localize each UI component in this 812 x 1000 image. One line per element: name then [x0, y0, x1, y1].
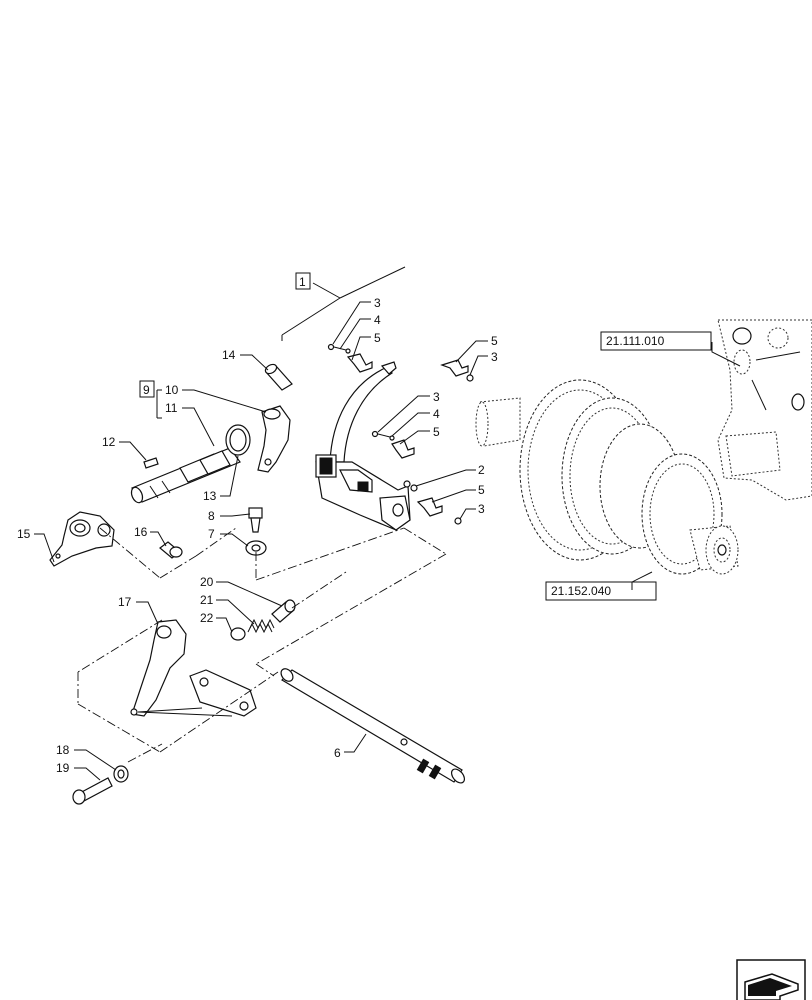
clip-set-mid	[371, 430, 415, 459]
callout-6: 6	[334, 746, 341, 760]
bolt-8	[248, 507, 263, 533]
callout-16: 16	[134, 525, 148, 539]
callout-3: 3	[491, 350, 498, 364]
callout-8: 8	[208, 509, 215, 523]
callout-19: 19	[56, 761, 70, 775]
callout-15: 15	[17, 527, 31, 541]
callout-11: 11	[165, 401, 178, 415]
key-12	[143, 457, 159, 469]
callout-18: 18	[56, 743, 70, 757]
reference-gear[interactable]: 21.152.040	[551, 584, 611, 598]
callout-3: 3	[374, 296, 381, 310]
callout-22: 22	[200, 611, 214, 625]
callout-3: 3	[478, 502, 485, 516]
bolt-16	[159, 541, 183, 559]
reference-housing[interactable]: 21.111.010	[606, 334, 665, 348]
seal-ring-13	[225, 424, 251, 456]
callout-7: 7	[208, 527, 215, 541]
reference-box-housing[interactable]	[600, 331, 712, 351]
plate-17	[189, 669, 257, 717]
lever-10	[257, 405, 291, 473]
housing-reference	[717, 319, 812, 501]
bracket-15	[49, 511, 115, 567]
callout-5: 5	[374, 331, 381, 345]
callout-5: 5	[433, 425, 440, 439]
reference-box-gear[interactable]	[545, 581, 657, 601]
callout-10: 10	[165, 383, 179, 397]
callout-box-1	[295, 272, 311, 290]
screw-19	[72, 777, 113, 805]
callout-4: 4	[433, 407, 440, 421]
shift-rod-6	[280, 668, 466, 784]
callout-5: 5	[491, 334, 498, 348]
clip-set-upper-left	[327, 343, 373, 373]
callout-3: 3	[433, 390, 440, 404]
callout-12: 12	[102, 435, 116, 449]
lever-17	[130, 619, 187, 717]
callout-2: 2	[478, 463, 485, 477]
assembly-centerlines	[77, 527, 447, 763]
selector-shaft-11	[130, 447, 241, 504]
callout-21: 21	[200, 593, 214, 607]
clip-set-upper-right	[440, 359, 474, 382]
callout-14: 14	[222, 348, 236, 362]
callout-box-9	[139, 380, 155, 398]
shift-fork-assembly	[281, 266, 418, 531]
callout-labels: 1 2 3 4 5 5 3 3 4 5 5 3 6 7 8 9 10 11 12…	[17, 272, 498, 775]
ball-22	[230, 627, 246, 641]
callout-4: 4	[374, 313, 381, 327]
pin-14	[264, 363, 293, 391]
callout-17: 17	[118, 595, 132, 609]
reference-labels[interactable]: 21.111.010 21.152.040	[545, 331, 712, 601]
callout-20: 20	[200, 575, 214, 589]
callout-9: 9	[143, 383, 150, 397]
washer-18	[113, 765, 129, 783]
spring-21	[247, 618, 275, 634]
callout-5: 5	[478, 483, 485, 497]
callout-13: 13	[203, 489, 217, 503]
leader-lines	[34, 301, 741, 781]
callout-1: 1	[299, 275, 306, 289]
arrow-next-page-icon[interactable]	[736, 959, 806, 1000]
clip-set-lower	[416, 497, 462, 525]
gear-cluster-reference	[475, 379, 739, 575]
